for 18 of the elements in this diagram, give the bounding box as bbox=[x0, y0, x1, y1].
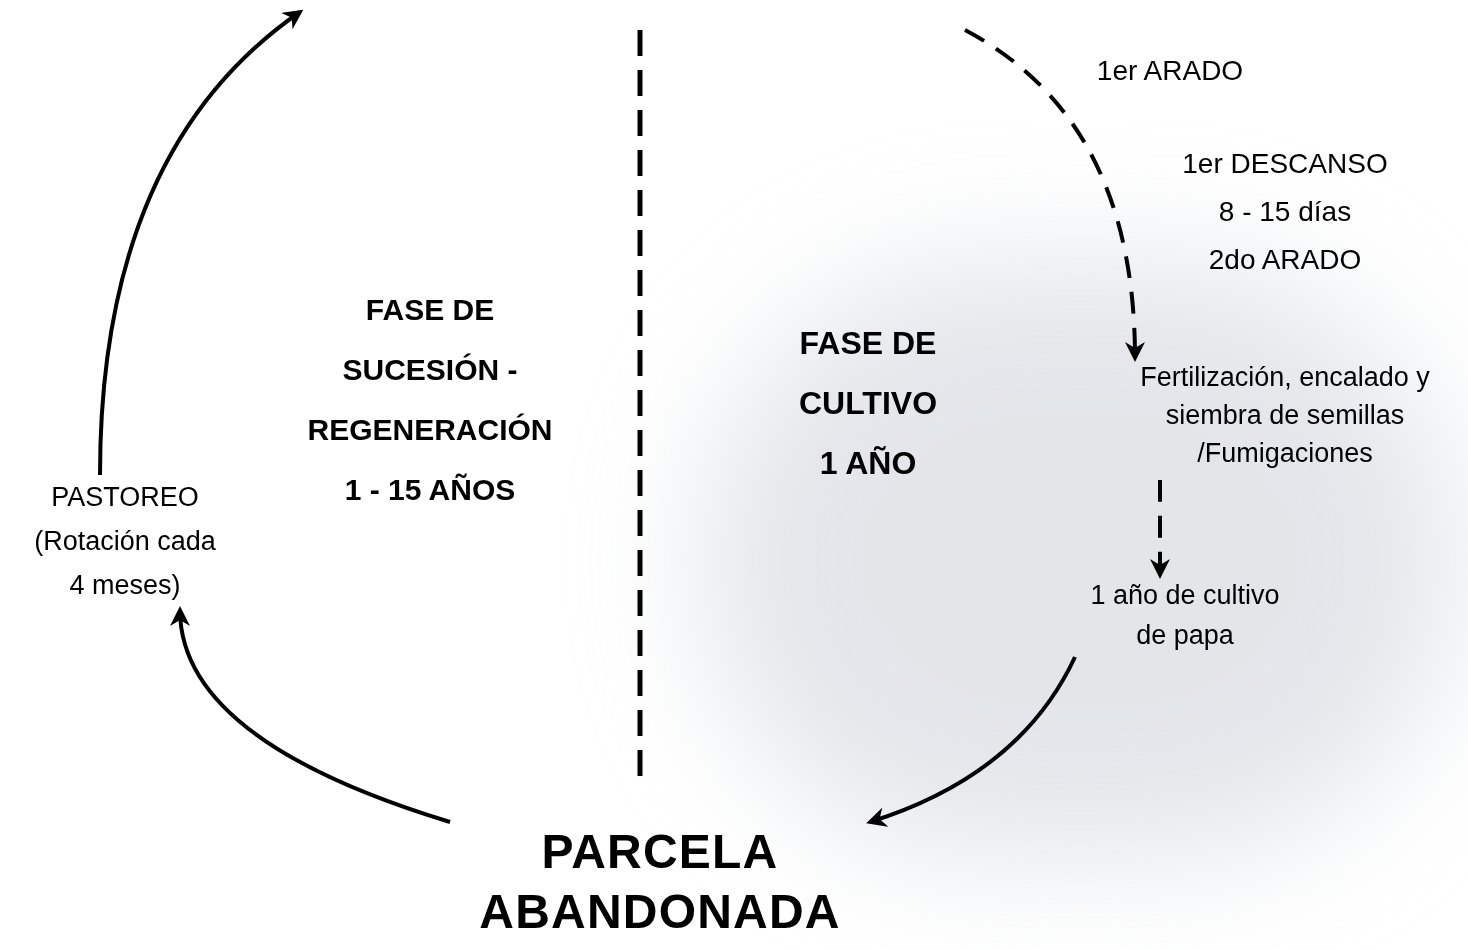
step-label: 1er DESCANSO bbox=[1181, 147, 1389, 181]
step-label: 1er ARADO bbox=[1095, 54, 1245, 88]
arrow bbox=[866, 656, 1077, 827]
stage-label: PASTOREO bbox=[51, 481, 199, 514]
arrow bbox=[1150, 480, 1170, 579]
stage-label: 1 año de cultivo de papa bbox=[1089, 579, 1281, 652]
step-label: 2do ARADO bbox=[1207, 243, 1363, 277]
stage-label: PARCELA ABANDONADA bbox=[478, 824, 842, 940]
arrow bbox=[964, 28, 1145, 362]
arrow bbox=[98, 9, 304, 476]
step-label: 8 - 15 días bbox=[1217, 195, 1353, 229]
phase-title: 1 - 15 AÑOS bbox=[343, 472, 517, 508]
arrow bbox=[171, 606, 451, 824]
stage-label: (Rotación cada 4 meses) bbox=[33, 525, 217, 602]
phase-title: FASE DE SUCESIÓN - REGENERACIÓN bbox=[306, 292, 554, 448]
phase-title: 1 AÑO bbox=[818, 444, 918, 483]
stage-label: Fertilización, encalado y siembra de semillas /Fumigaciones bbox=[1139, 361, 1431, 470]
phase-title: FASE DE CULTIVO bbox=[797, 324, 939, 423]
